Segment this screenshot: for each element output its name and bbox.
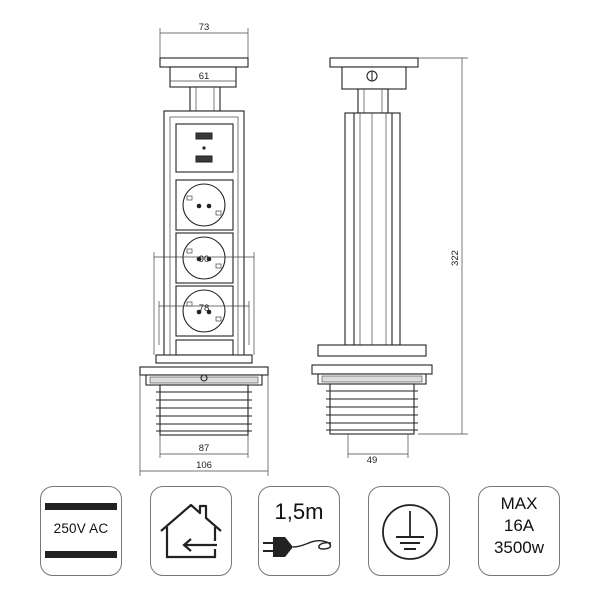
earth-ground-icon: [382, 504, 438, 560]
technical-drawing: 73 61: [139, 22, 468, 476]
cable-length-badge: 1,5m: [258, 486, 340, 576]
voltage-bars-icon: [45, 503, 117, 558]
dim-socket-width: 78: [199, 303, 210, 314]
voltage-label: 250V AC: [53, 521, 109, 536]
front-view: 73 61: [139, 22, 269, 476]
dim-body-width: 90: [199, 254, 210, 265]
cable-length-label: 1,5m: [274, 499, 324, 524]
dim-height: 322: [450, 250, 461, 266]
dim-neck-width: 61: [199, 71, 210, 82]
max-rating-badge: MAX 16A 3500w: [478, 486, 560, 576]
dim-side-base: 49: [367, 455, 378, 466]
plug-cable-icon: [263, 537, 332, 557]
house-arrow-icon: [160, 503, 222, 559]
dim-flange-outer: 106: [196, 460, 212, 471]
max-rating-text: MAX 16A 3500w: [479, 493, 559, 559]
dim-flange-inner: 87: [199, 443, 210, 454]
voltage-badge: 250V AC: [40, 486, 122, 576]
ground-badge: [368, 486, 450, 576]
indoor-use-badge: [150, 486, 232, 576]
max-rating-line-1: MAX: [500, 494, 538, 513]
side-view: 322 49: [311, 57, 468, 466]
max-rating-line-2: 16A: [503, 516, 535, 535]
dim-top-width: 73: [199, 22, 210, 33]
max-rating-line-3: 3500w: [493, 538, 545, 557]
feature-icons: 250V AC 1,5m MAX 16A: [0, 486, 600, 582]
